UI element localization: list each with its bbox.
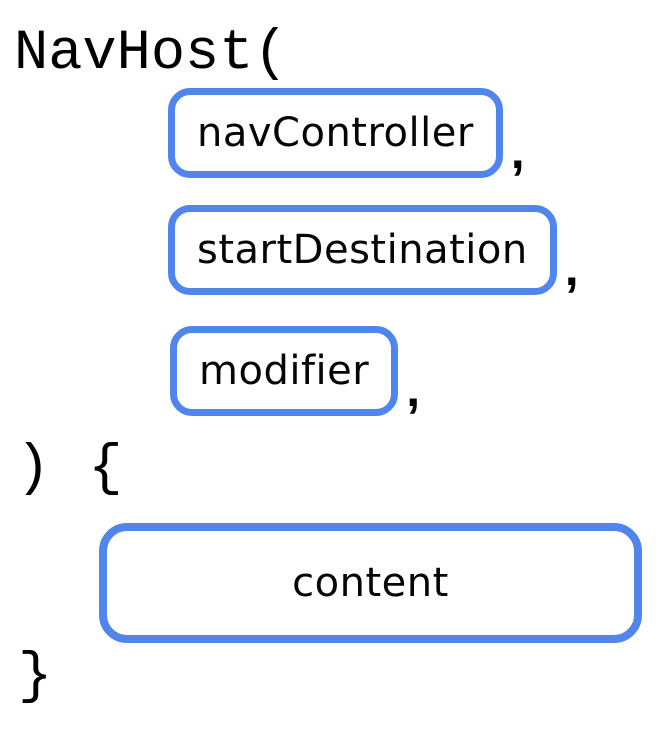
param-pill-startdestination: startDestination xyxy=(168,205,557,295)
param-pill-modifier: modifier xyxy=(170,326,399,416)
code-function-open: NavHost( xyxy=(14,22,288,86)
comma-separator: , xyxy=(510,123,525,179)
param-row-navcontroller: navController , xyxy=(168,88,525,178)
code-body-close: } xyxy=(18,645,53,709)
param-label-startdestination: startDestination xyxy=(197,227,528,273)
param-row-modifier: modifier , xyxy=(170,326,420,416)
code-body-open: ) { xyxy=(16,437,125,501)
comma-separator: , xyxy=(406,361,421,417)
param-label-modifier: modifier xyxy=(199,348,370,394)
comma-separator: , xyxy=(564,240,579,296)
content-block: content xyxy=(99,523,642,643)
param-label-navcontroller: navController xyxy=(197,110,474,156)
content-label: content xyxy=(292,560,449,606)
param-pill-navcontroller: navController xyxy=(168,88,503,178)
param-row-startdestination: startDestination , xyxy=(168,205,579,295)
